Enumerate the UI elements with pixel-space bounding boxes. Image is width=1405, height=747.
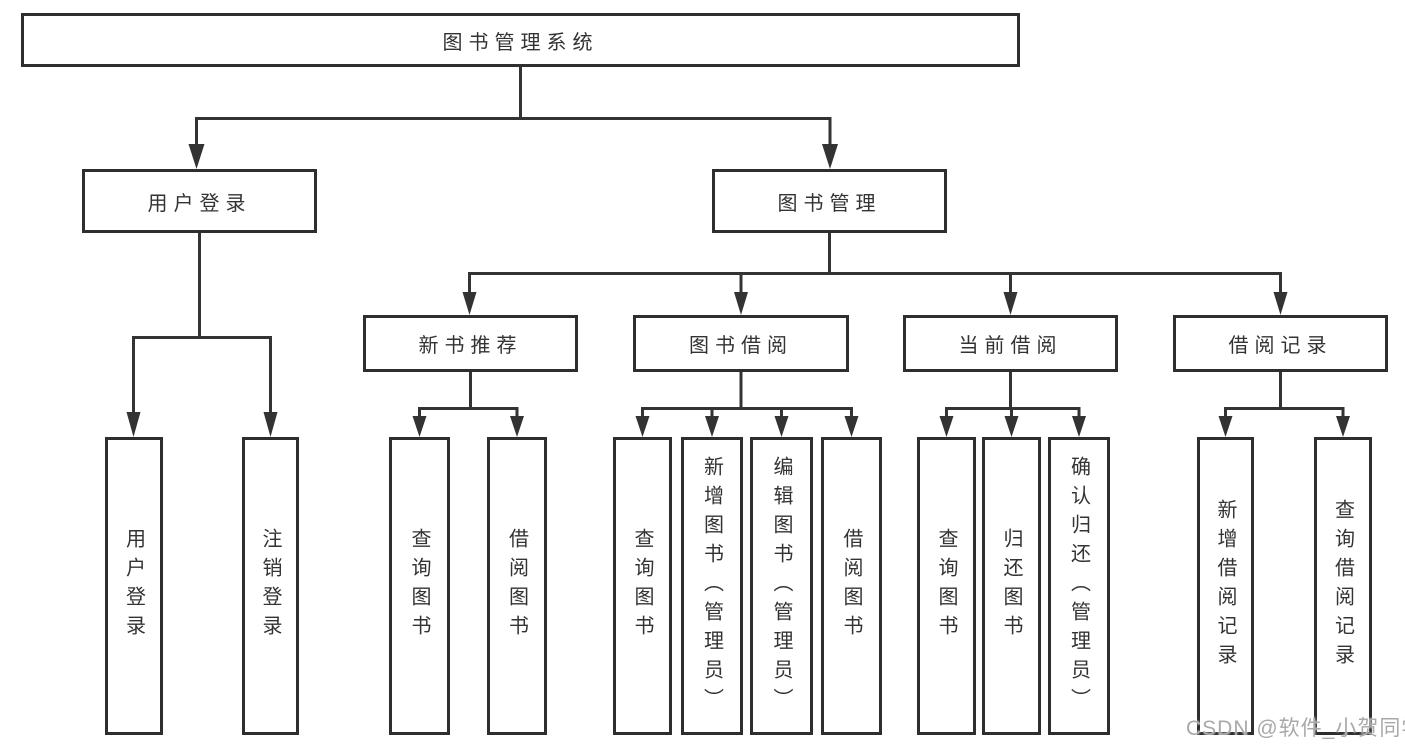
node-new-book-recommend: 新书推荐 [363,315,578,372]
node-current-borrow: 当前借阅 [903,315,1118,372]
arrowhead-bb-edit [774,416,789,437]
arrowhead-bb-borrow [844,416,859,437]
arrowhead-cb-query [939,416,954,437]
arrowhead-rec-query [1336,416,1350,437]
node-user-login: 用户登录 [82,169,317,233]
leaf-rec-add-record: 新增借阅记录 [1197,437,1254,735]
leaf-logout: 注销登录 [242,437,299,735]
connector-bookborrow-branch [641,407,853,418]
leaf-bb-edit-books-admin: 编辑图书（管理员） [750,437,813,735]
arrowhead-logout [263,412,278,437]
arrowhead-book-mgmt [822,144,838,169]
leaf-cb-return-books: 归还图书 [982,437,1041,735]
arrowhead-cb-return [1004,416,1019,437]
csdn-watermark: CSDN @软件_小贺同学 [1186,717,1405,740]
arrowhead-current-borrow [1003,292,1018,315]
leaf-user-login: 用户登录 [105,437,163,735]
node-book-borrow: 图书借阅 [633,315,849,372]
arrowhead-login [126,412,141,437]
node-book-management: 图书管理 [712,169,947,233]
connector-level3-branch [468,272,1282,294]
connector-userlogin-branch [132,336,272,414]
leaf-bb-borrow-books: 借阅图书 [821,437,882,735]
arrowhead-nb-query [412,416,427,437]
leaf-bb-query-books: 查询图书 [613,437,672,735]
arrowhead-bb-query [635,416,650,437]
node-root-library-system: 图书管理系统 [21,13,1020,67]
arrowhead-book-borrow [734,292,748,315]
arrowhead-bb-add [705,416,719,437]
leaf-cb-query-books: 查询图书 [917,437,976,735]
leaf-cb-confirm-return-admin: 确认归还（管理员） [1048,437,1110,735]
connector-level2-branch [195,117,832,146]
leaf-nb-borrow-books: 借阅图书 [487,437,547,735]
arrowhead-rec-add [1218,416,1233,437]
arrowhead-borrow-records [1273,292,1288,315]
leaf-nb-query-books: 查询图书 [389,437,450,735]
leaf-bb-add-books-admin: 新增图书（管理员） [681,437,743,735]
arrowhead-nb-borrow [510,416,524,437]
arrowhead-user-login [188,144,205,169]
arrowhead-cb-confirm [1072,416,1086,437]
connector-newbooks-branch [418,407,519,418]
node-borrow-records: 借阅记录 [1173,315,1388,372]
connector-records-branch [1224,407,1345,418]
arrowhead-new-books [462,292,477,315]
leaf-rec-query-record: 查询借阅记录 [1314,437,1372,735]
